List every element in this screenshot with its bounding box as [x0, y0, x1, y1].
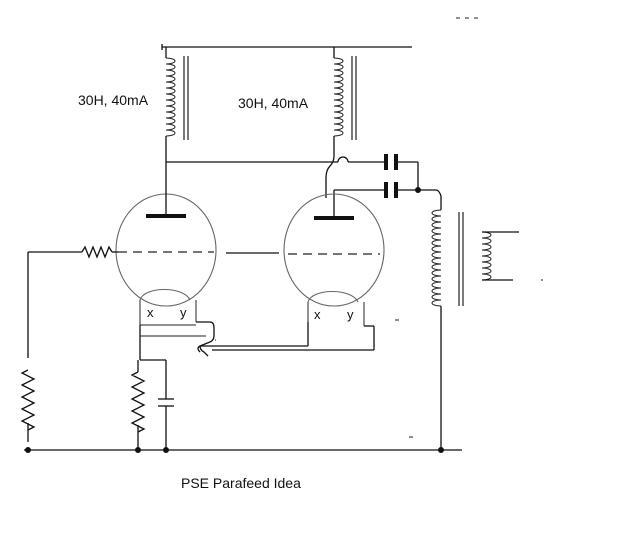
tube-right-envelope — [283, 193, 385, 307]
heater-wiring — [139, 321, 375, 361]
diagram-caption: PSE Parafeed Idea — [181, 475, 301, 491]
tube-right: x y — [283, 193, 385, 326]
tube-left-pin-x: x — [147, 305, 154, 320]
choke-right — [333, 47, 357, 156]
plate-interconnect — [166, 155, 384, 200]
tube-left-pin-y: y — [180, 305, 187, 320]
cathode-bypass-capacitor — [158, 360, 174, 450]
output-transformer — [431, 209, 543, 450]
choke-right-label: 30H, 40mA — [238, 95, 309, 111]
input-grid-resistor — [27, 245, 118, 358]
choke-left-label: 30H, 40mA — [78, 92, 149, 108]
tube-left-heater — [139, 289, 191, 301]
tube-right-pin-y: y — [347, 307, 354, 322]
choke-left — [165, 47, 189, 192]
ground-bus — [24, 447, 462, 453]
tube-left: x y — [115, 192, 217, 325]
tube-right-heater — [307, 291, 359, 303]
cathode-resistor — [130, 360, 146, 450]
stray-marks — [395, 17, 478, 438]
grid-leak-resistor — [20, 369, 36, 442]
coupling-capacitor-top — [384, 154, 418, 170]
coupling-capacitor-bottom — [384, 182, 418, 198]
tube-right-pin-x: x — [314, 307, 321, 322]
supply-rail — [161, 44, 412, 50]
